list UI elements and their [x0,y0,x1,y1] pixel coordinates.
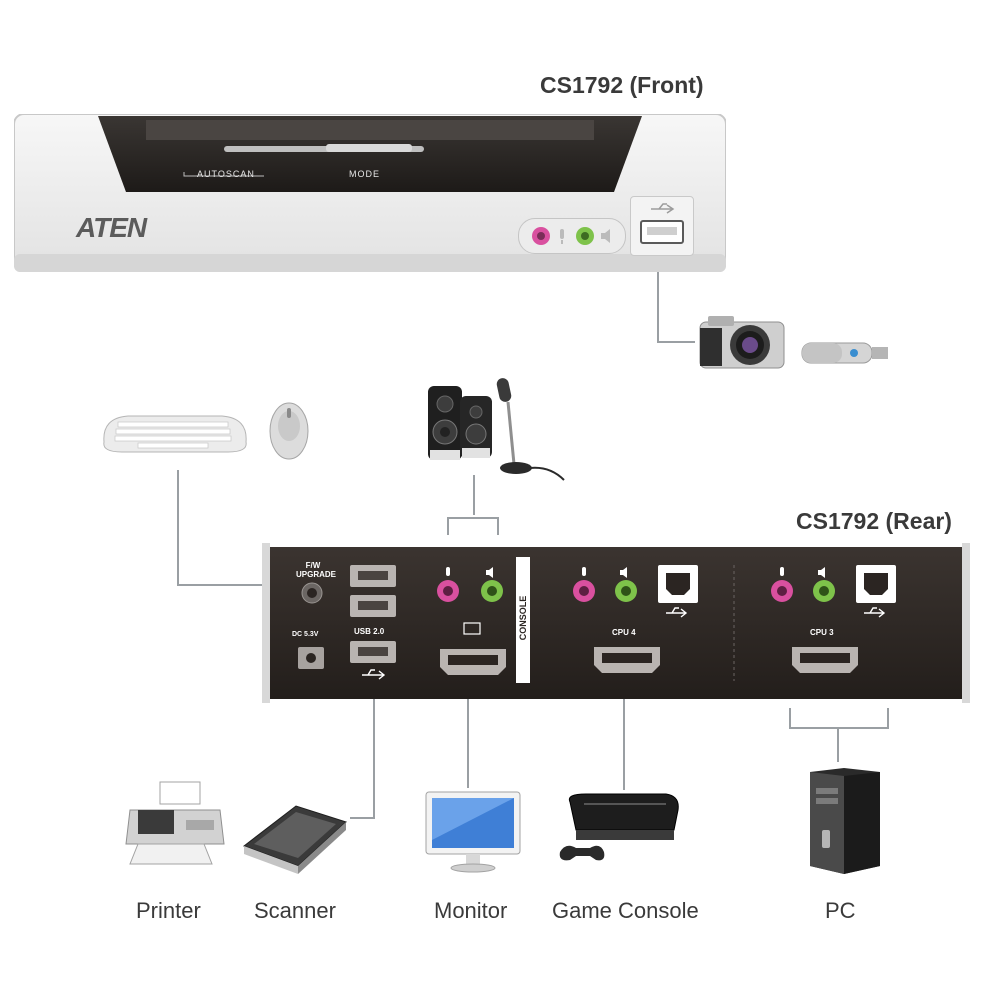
game-console-label: Game Console [552,898,699,923]
printer-icon [125,781,225,865]
front-panel: AUTOSCAN MODE ATEN [14,114,726,272]
line-pc-bracket [789,708,889,762]
pc-label: PC [825,898,856,923]
speakers-icon [428,386,492,460]
rear-panel: F/W UPGRADE DC 5.3V USB 2.0 CONSOLE CPU … [262,543,970,703]
monitor-label: Monitor [434,898,508,923]
autoscan-label: AUTOSCAN [197,169,255,179]
camera-icon [699,316,785,369]
line-front-usb-to-camera [657,258,695,343]
cpu4-label: CPU 4 [612,628,636,637]
mouse-icon [269,402,309,460]
usb-stick-icon [801,342,888,364]
speaker-icon [486,567,493,578]
front-audio-jacks [518,218,626,254]
speaker-icon [601,229,610,243]
mic-icon [446,567,450,576]
usb-icon [651,203,675,214]
pc-tower-icon [810,768,880,874]
mic-icon [560,229,564,244]
usb-label: USB 2.0 [354,627,385,636]
front-title: CS1792 (Front) [540,72,704,98]
monitor-icon [463,622,481,635]
printer-label: Printer [136,898,201,923]
rear-panel-body [262,543,970,703]
usb-icon [362,669,386,680]
cpu3-label: CPU 3 [810,628,834,637]
usb-icon [666,607,688,618]
mode-label: MODE [349,169,380,179]
rear-title: CS1792 (Rear) [796,508,952,534]
monitor-display-icon [425,791,521,873]
scanner-icon [242,805,347,874]
keyboard-icon [103,415,247,453]
line-scanner-to-usb [350,680,375,819]
game-console-icon [559,793,679,861]
microphone-icon [496,378,565,481]
aten-logo: ATEN [76,212,147,243]
front-usb-port [630,196,694,256]
dc-label: DC 5.3V [292,631,319,638]
console-label: CONSOLE [518,595,528,641]
scanner-label: Scanner [254,898,336,923]
fw-upgrade-label: F/W UPGRADE [296,561,337,579]
line-audio-bracket [447,475,499,535]
usb-icon [864,607,886,618]
